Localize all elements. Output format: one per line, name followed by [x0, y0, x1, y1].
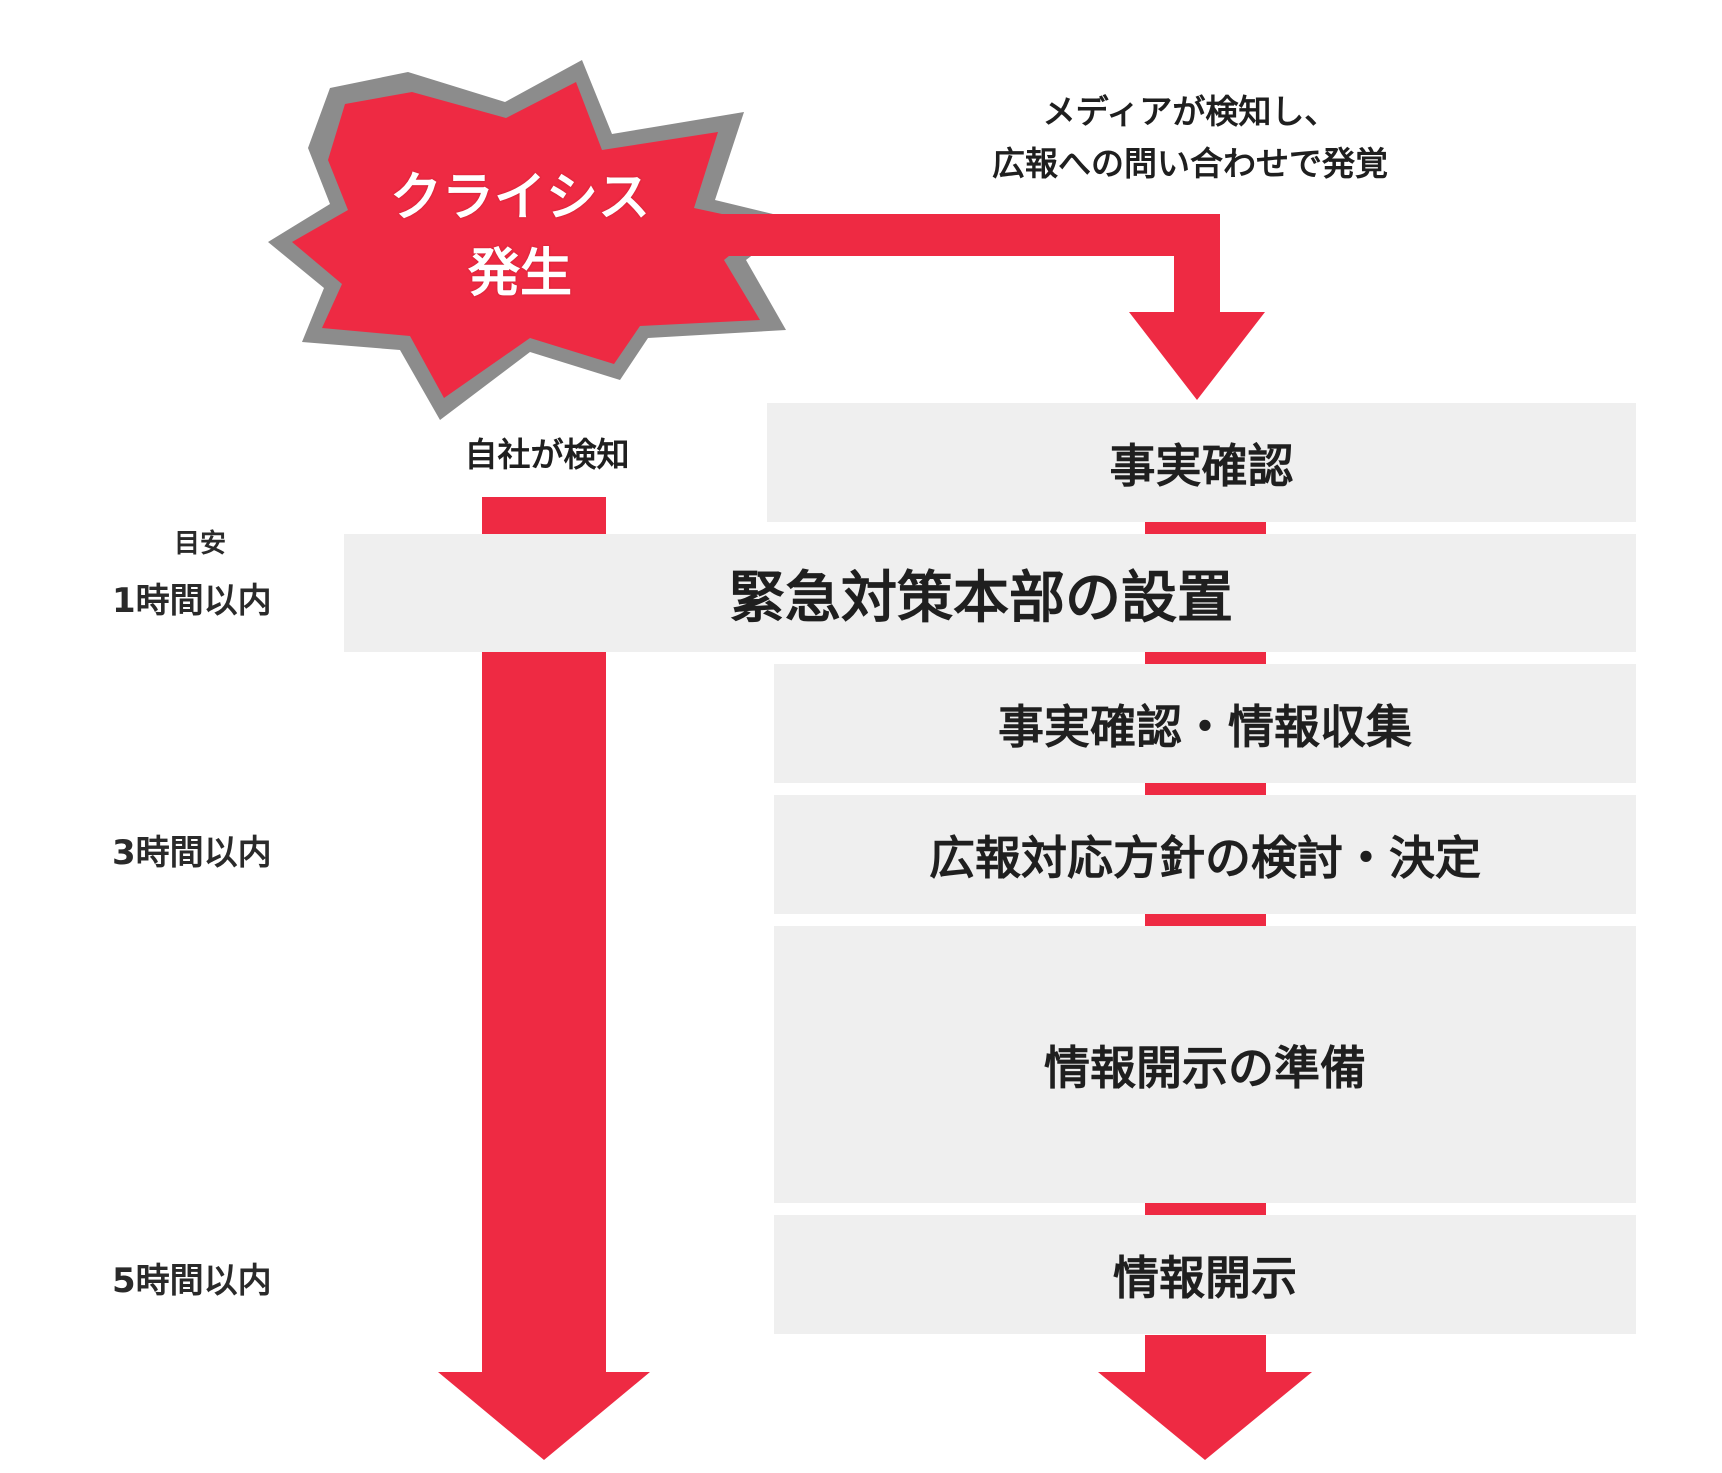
- step-disclosure-prep: 情報開示の準備: [774, 926, 1636, 1203]
- time-mark-3h: 3時間以内: [112, 833, 272, 873]
- crisis-burst-icon: [268, 60, 798, 420]
- step-disclosure: 情報開示: [774, 1215, 1636, 1334]
- step-pr-policy: 広報対応方針の検討・決定: [774, 795, 1636, 914]
- connector-5: [1145, 1203, 1266, 1215]
- time-mark-1h: 1時間以内: [112, 581, 272, 621]
- step-emergency-hq: 緊急対策本部の設置: [344, 534, 1636, 652]
- media-note-line2: 広報への問い合わせで発覚: [992, 144, 1388, 183]
- time-mark-5h: 5時間以内: [112, 1261, 272, 1301]
- media-path-arrow: [716, 214, 1265, 400]
- crisis-label-line1: クライシス: [389, 168, 650, 228]
- step-fact-gathering: 事実確認・情報収集: [774, 664, 1636, 783]
- step-fact-check: 事実確認: [767, 403, 1636, 522]
- steps-end-arrow: [1098, 1335, 1312, 1460]
- media-note-line1: メディアが検知し、: [1042, 92, 1338, 131]
- connector-1: [1145, 522, 1266, 534]
- timeline-guide-label: 目安: [173, 529, 226, 559]
- connector-4: [1145, 914, 1266, 926]
- connector-3: [1145, 783, 1266, 795]
- connector-2: [1145, 652, 1266, 664]
- crisis-label-line2: 発生: [467, 244, 572, 304]
- burst-fill-shape: [292, 82, 768, 398]
- media-note: メディアが検知し、 広報への問い合わせで発覚: [930, 86, 1450, 190]
- self-detect-label: 自社が検知: [464, 435, 630, 474]
- self-detect-arrow: [438, 497, 650, 1460]
